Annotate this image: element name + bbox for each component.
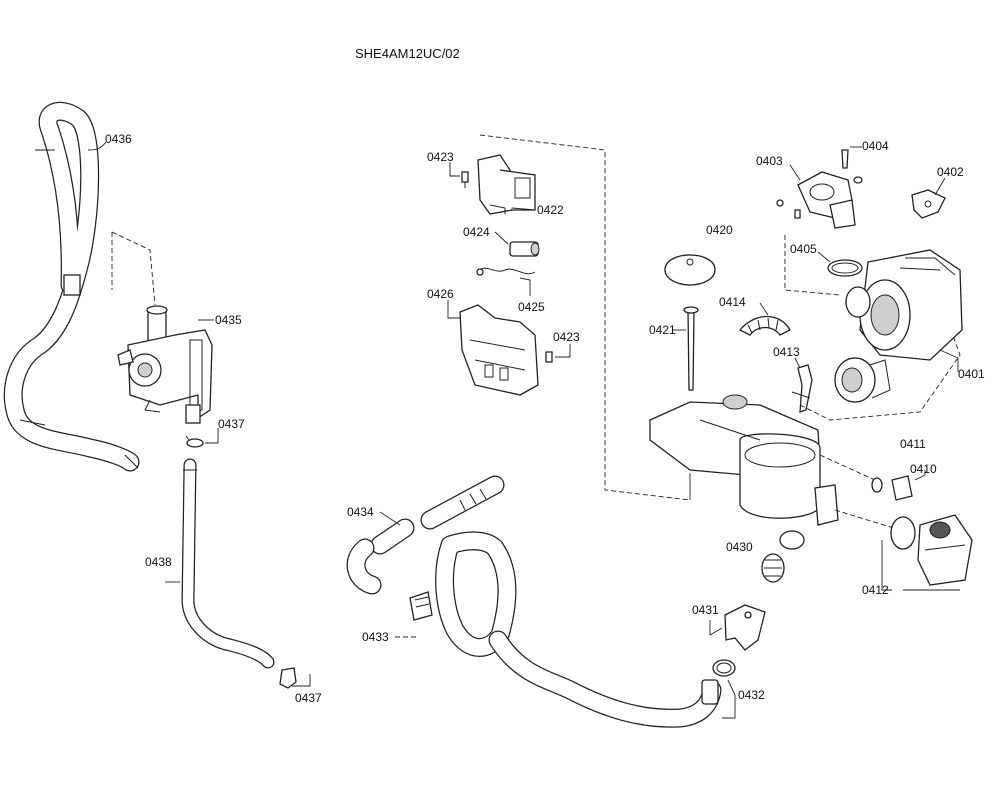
label-0402: 0402: [937, 165, 964, 179]
label-0412: 0412: [862, 583, 889, 597]
sensor-0422: [477, 154, 536, 215]
sensor-0410: [871, 475, 913, 501]
label-0420: 0420: [706, 223, 733, 237]
label-0410: 0410: [910, 462, 937, 476]
dashed-0436-0435: [111, 231, 156, 306]
part-0424: [509, 241, 540, 257]
leader-0437-top: [205, 428, 219, 444]
holder-0426: [459, 304, 539, 396]
sump-0420-cap: [664, 254, 716, 286]
screw-0423-top: [461, 171, 469, 188]
label-0435: 0435: [215, 313, 242, 327]
label-0433: 0433: [362, 630, 389, 644]
drain-hose-0436: [3, 101, 140, 472]
clip-0402: [911, 189, 946, 219]
model-title: SHE4AM12UC/02: [355, 46, 460, 61]
label-0405: 0405: [790, 242, 817, 256]
label-0422: 0422: [537, 203, 564, 217]
label-0414: 0414: [719, 295, 746, 309]
screw-0423-mid: [545, 351, 553, 363]
drain-pump-0435: [117, 305, 213, 424]
label-0401: 0401: [958, 367, 985, 381]
seal-0405: [827, 259, 863, 277]
label-0423-mid: 0423: [553, 330, 580, 344]
label-0413: 0413: [773, 345, 800, 359]
seal-0432: [712, 659, 736, 677]
pump-0401: [834, 249, 963, 403]
seal-0414: [738, 316, 791, 336]
label-0404: 0404: [862, 139, 889, 153]
label-0403: 0403: [756, 154, 783, 168]
label-0426: 0426: [427, 287, 454, 301]
sump-0430: [649, 394, 839, 550]
label-0423-top: 0423: [427, 150, 454, 164]
label-0437-bottom: 0437: [295, 691, 322, 705]
label-0436: 0436: [105, 132, 132, 146]
hose-0438: [181, 458, 275, 669]
label-0424: 0424: [463, 225, 490, 239]
label-0425: 0425: [518, 300, 545, 314]
hose-0434: [346, 475, 505, 595]
label-0411: 0411: [900, 437, 926, 451]
label-0437-top: 0437: [218, 417, 245, 431]
label-0434: 0434: [347, 505, 374, 519]
lever-0413: [791, 364, 813, 413]
dashed-sensor-bracket: [479, 134, 691, 501]
label-0438: 0438: [145, 555, 172, 569]
label-0421: 0421: [649, 323, 676, 337]
label-0431: 0431: [692, 603, 719, 617]
label-0432: 0432: [738, 688, 765, 702]
leader-0436: [87, 141, 107, 151]
leader-0437-bottom: [292, 674, 311, 687]
clamp-0437-top: [185, 435, 204, 448]
clip-0431: [724, 604, 766, 651]
rod-0421: [683, 306, 699, 391]
clamp-0437-bottom: [279, 667, 297, 689]
filter-0430-small: [761, 553, 785, 583]
heater-0412: [890, 514, 973, 586]
hose-loop-center: [435, 531, 722, 728]
label-0430: 0430: [726, 540, 753, 554]
housing-0403: [776, 171, 856, 229]
part-0425: [476, 267, 536, 276]
clip-0433: [409, 591, 433, 621]
screw-0404: [841, 149, 863, 184]
